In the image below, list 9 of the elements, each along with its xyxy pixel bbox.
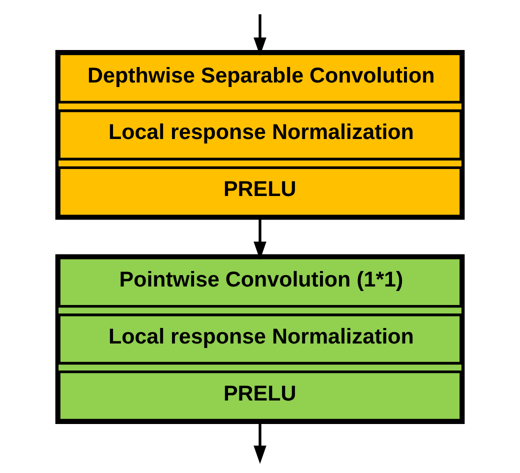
arrow	[254, 14, 266, 56]
node-box: Local response Normalization	[58, 108, 462, 160]
arrow	[254, 422, 266, 464]
node-box: Pointwise Convolution (1*1)	[58, 256, 462, 308]
node-box: PRELU	[58, 370, 462, 422]
arrow	[254, 218, 266, 260]
node-box: Depthwise Separable Convolution	[58, 52, 462, 104]
node-box: PRELU	[58, 166, 462, 217]
node-box: Local response Normalization	[58, 313, 462, 364]
